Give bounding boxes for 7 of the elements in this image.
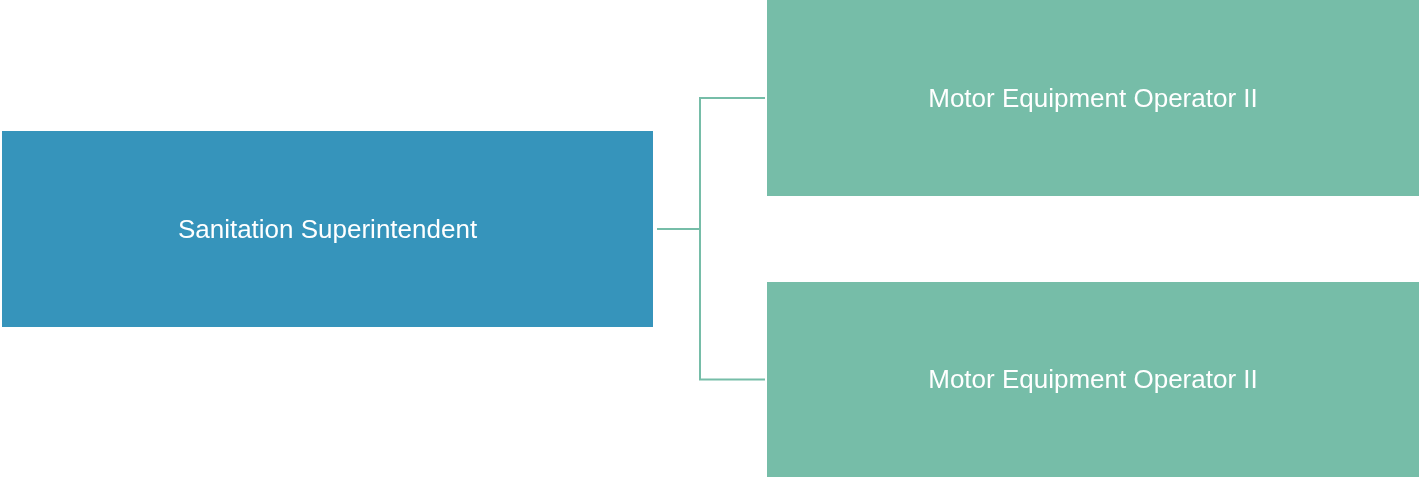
role-box: [767, 282, 1419, 477]
role-box: [767, 0, 1419, 196]
role-title: Sanitation Superintendent: [177, 212, 478, 246]
role-box: [2, 131, 653, 327]
role-title: Motor Equipment Operator II: [928, 363, 1258, 396]
connector-line: [656, 228, 766, 381]
role-title: Motor Equipment Operator II: [928, 81, 1258, 115]
